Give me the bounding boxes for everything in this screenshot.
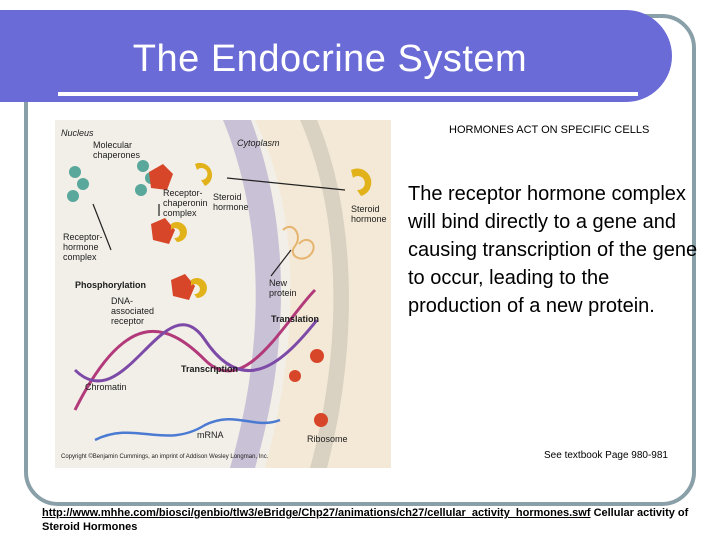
label-molecular-chaperones: Molecular chaperones xyxy=(93,140,143,160)
animation-link[interactable]: http://www.mhhe.com/biosci/genbio/tlw3/e… xyxy=(42,507,591,519)
slide-title: The Endocrine System xyxy=(0,38,660,81)
title-bar: The Endocrine System xyxy=(0,10,672,102)
label-dna-receptor: DNA-associated receptor xyxy=(111,296,171,326)
receptor-hormone-shape xyxy=(151,218,175,244)
steroid-hormone-inner xyxy=(195,163,212,186)
label-new-protein: New protein xyxy=(269,278,303,298)
steroid-hormone-diagram: Nucleus Molecular chaperones Cytoplasm R… xyxy=(55,120,391,468)
slide-heading: HORMONES ACT ON SPECIFIC CELLS xyxy=(449,124,649,136)
diagram-artwork xyxy=(55,120,391,468)
label-mrna: mRNA xyxy=(197,430,224,440)
label-ribosome: Ribosome xyxy=(307,434,348,444)
label-receptor-chaperonin: Receptor-chaperonin complex xyxy=(163,188,217,218)
label-cytoplasm: Cytoplasm xyxy=(237,138,280,148)
dna-receptor-shape xyxy=(171,274,195,300)
label-steroid-hormone-inner: Steroid hormone xyxy=(213,192,253,212)
label-receptor-hormone: Receptor-hormone complex xyxy=(63,232,113,262)
label-translation: Translation xyxy=(271,314,319,324)
label-transcription: Transcription xyxy=(181,364,238,374)
textbook-reference: See textbook Page 980-981 xyxy=(544,450,668,461)
slide-body-text: The receptor hormone complex will bind d… xyxy=(408,180,698,320)
receptor-shape xyxy=(149,164,173,190)
label-steroid-hormone-outer: Steroid hormone xyxy=(351,204,391,224)
animation-link-line: http://www.mhhe.com/biosci/genbio/tlw3/e… xyxy=(42,506,702,534)
label-nucleus: Nucleus xyxy=(61,128,94,138)
chaperone-beads xyxy=(67,160,157,202)
figure-copyright: Copyright ©Benjamin Cummings, an imprint… xyxy=(61,454,381,461)
label-phosphorylation: Phosphorylation xyxy=(75,280,146,290)
label-chromatin: Chromatin xyxy=(85,382,127,392)
title-underline xyxy=(58,92,638,96)
